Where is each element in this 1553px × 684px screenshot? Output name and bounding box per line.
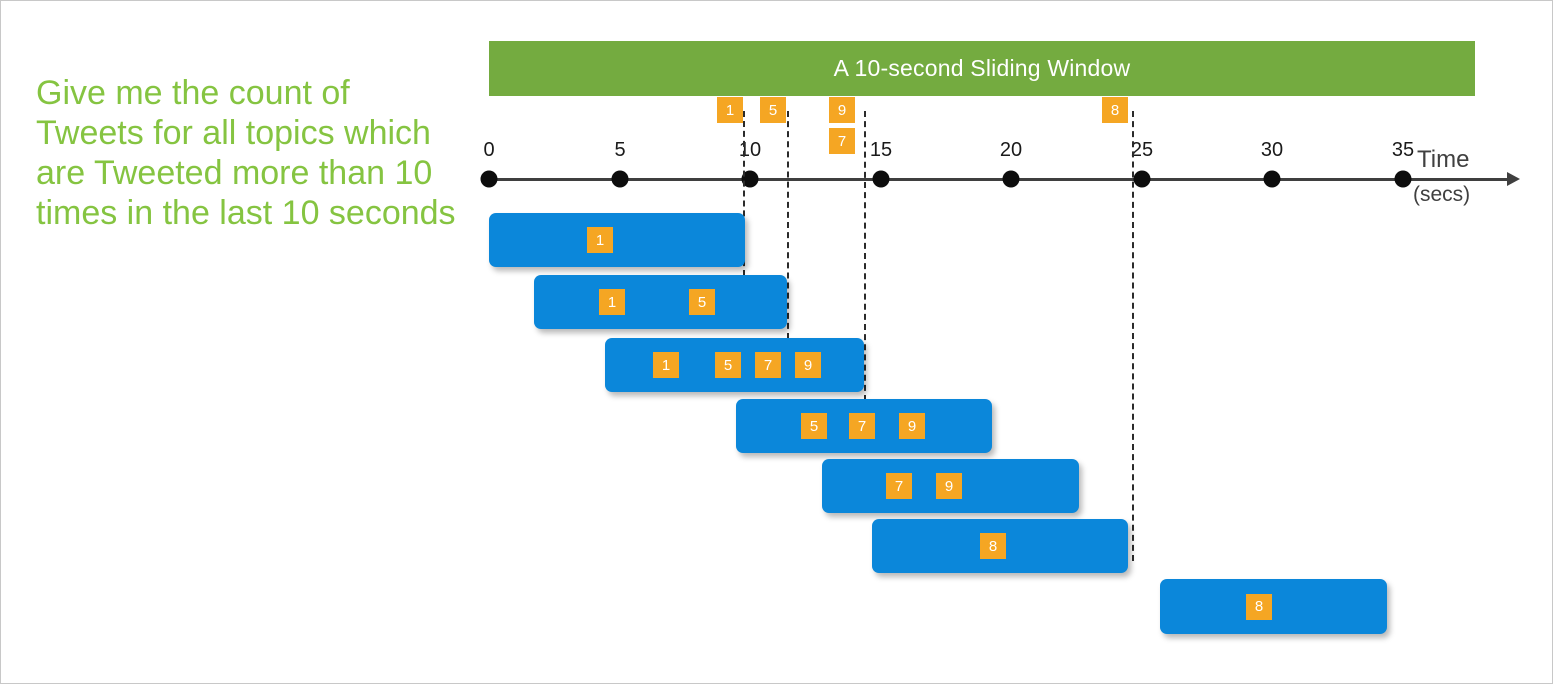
sliding-window-banner-label: A 10-second Sliding Window [833, 55, 1131, 81]
event-badge-7-3[interactable]: 7 [829, 128, 855, 154]
axis-tick-dot-30 [1263, 170, 1281, 188]
axis-tick-dot-25 [1133, 170, 1151, 188]
window-bar-3-badge-1-0[interactable]: 1 [653, 352, 679, 378]
event-badge-8-4[interactable]: 8 [1102, 97, 1128, 123]
event-badge-1-0[interactable]: 1 [717, 97, 743, 123]
window-bar-5-badge-7-0[interactable]: 7 [886, 473, 912, 499]
window-bar-6-badge-8-0[interactable]: 8 [980, 533, 1006, 559]
window-bar-4-badge-5-0[interactable]: 5 [801, 413, 827, 439]
axis-tick-dot-5 [611, 170, 629, 188]
window-bar-4-badge-9-2[interactable]: 9 [899, 413, 925, 439]
time-axis-name: Time [1417, 146, 1470, 173]
window-bar-7[interactable]: 8 [1160, 579, 1387, 634]
window-bar-1[interactable]: 1 [489, 213, 745, 267]
prompt-text: Give me the count of Tweets for all topi… [36, 74, 456, 232]
window-bar-1-badge-1-0[interactable]: 1 [587, 227, 613, 253]
axis-tick-dot-35 [1394, 170, 1412, 188]
window-bar-4-badge-7-1[interactable]: 7 [849, 413, 875, 439]
time-axis-arrow-icon [1507, 172, 1520, 186]
event-badge-9-2[interactable]: 9 [829, 97, 855, 123]
time-axis-line [489, 178, 1511, 181]
axis-tick-label-30: 30 [1260, 139, 1284, 161]
event-dashed-line-1 [743, 111, 745, 276]
window-bar-3-badge-9-3[interactable]: 9 [795, 352, 821, 378]
axis-tick-dot-10 [741, 170, 759, 188]
axis-tick-dot-20 [1002, 170, 1020, 188]
axis-tick-label-15: 15 [869, 139, 893, 161]
axis-tick-label-25: 25 [1130, 139, 1154, 161]
axis-tick-dot-15 [872, 170, 890, 188]
event-dashed-line-9 [864, 111, 866, 401]
axis-tick-label-0: 0 [483, 139, 495, 161]
window-bar-7-badge-8-0[interactable]: 8 [1246, 593, 1272, 620]
window-bar-3-badge-7-2[interactable]: 7 [755, 352, 781, 378]
event-dashed-line-8 [1132, 111, 1134, 561]
axis-tick-label-5: 5 [614, 139, 626, 161]
window-bar-3-badge-5-1[interactable]: 5 [715, 352, 741, 378]
axis-tick-dot-0 [480, 170, 498, 188]
window-bar-5-badge-9-1[interactable]: 9 [936, 473, 962, 499]
axis-tick-label-35: 35 [1391, 139, 1415, 161]
window-bar-6[interactable]: 8 [872, 519, 1128, 573]
window-bar-2-badge-5-1[interactable]: 5 [689, 289, 715, 315]
axis-tick-label-20: 20 [999, 139, 1023, 161]
event-dashed-line-5 [787, 111, 789, 339]
event-badge-5-1[interactable]: 5 [760, 97, 786, 123]
time-axis-unit: (secs) [1413, 183, 1471, 206]
sliding-window-banner: A 10-second Sliding Window [489, 41, 1475, 96]
window-bar-2-badge-1-0[interactable]: 1 [599, 289, 625, 315]
